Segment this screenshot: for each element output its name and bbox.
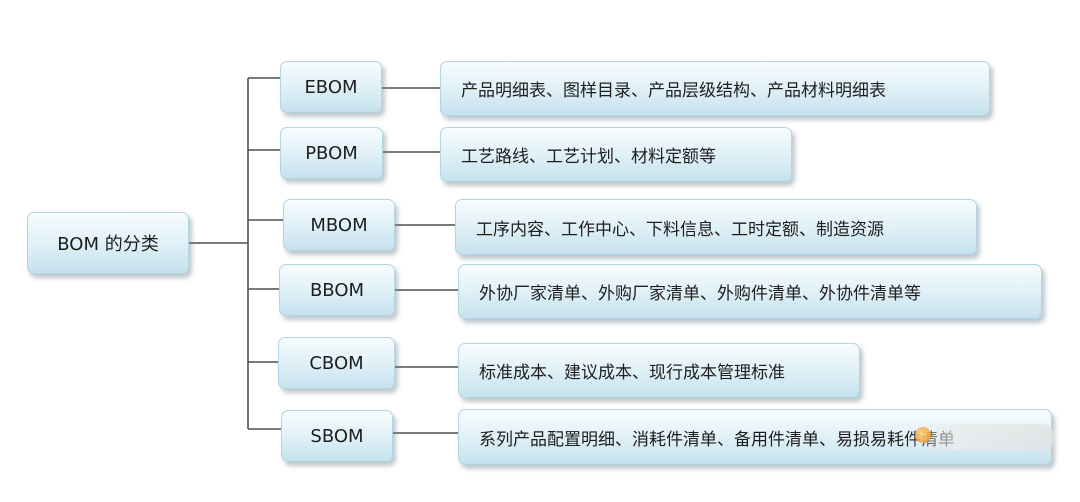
category-label: EBOM xyxy=(304,76,358,98)
category-bbom: BBOM xyxy=(279,264,395,316)
category-cbom: CBOM xyxy=(278,337,395,389)
category-pbom: PBOM xyxy=(280,127,383,179)
category-sbom: SBOM xyxy=(281,410,393,462)
category-label: MBOM xyxy=(310,214,368,236)
category-label: SBOM xyxy=(310,425,364,447)
description-pbom: 工艺路线、工艺计划、材料定额等 xyxy=(440,127,792,182)
category-label: BBOM xyxy=(309,279,365,301)
description-text: 工艺路线、工艺计划、材料定额等 xyxy=(461,147,716,167)
description-ebom: 产品明细表、图样目录、产品层级结构、产品材料明细表 xyxy=(440,61,990,116)
description-bbom: 外协厂家清单、外购厂家清单、外购件清单、外协件清单等 xyxy=(458,264,1042,319)
description-text: 产品明细表、图样目录、产品层级结构、产品材料明细表 xyxy=(461,81,886,101)
category-ebom: EBOM xyxy=(280,61,382,113)
description-cbom: 标准成本、建议成本、现行成本管理标准 xyxy=(458,343,860,398)
description-mbom: 工序内容、工作中心、下料信息、工时定额、制造资源 xyxy=(455,199,977,255)
description-text: 外协厂家清单、外购厂家清单、外购件清单、外协件清单等 xyxy=(479,284,921,304)
root-node: BOM 的分类 xyxy=(27,212,189,274)
description-text: 工序内容、工作中心、下料信息、工时定额、制造资源 xyxy=(476,219,884,240)
description-text: 标准成本、建议成本、现行成本管理标准 xyxy=(479,363,785,383)
description-text: 系列产品配置明细、消耗件清单、备用件清单、易损易耗件清单 xyxy=(479,429,955,450)
category-mbom: MBOM xyxy=(283,199,395,251)
root-label: BOM 的分类 xyxy=(57,234,159,255)
category-label: PBOM xyxy=(305,142,358,164)
watermark-logo-icon xyxy=(915,427,931,443)
category-label: CBOM xyxy=(309,352,364,374)
